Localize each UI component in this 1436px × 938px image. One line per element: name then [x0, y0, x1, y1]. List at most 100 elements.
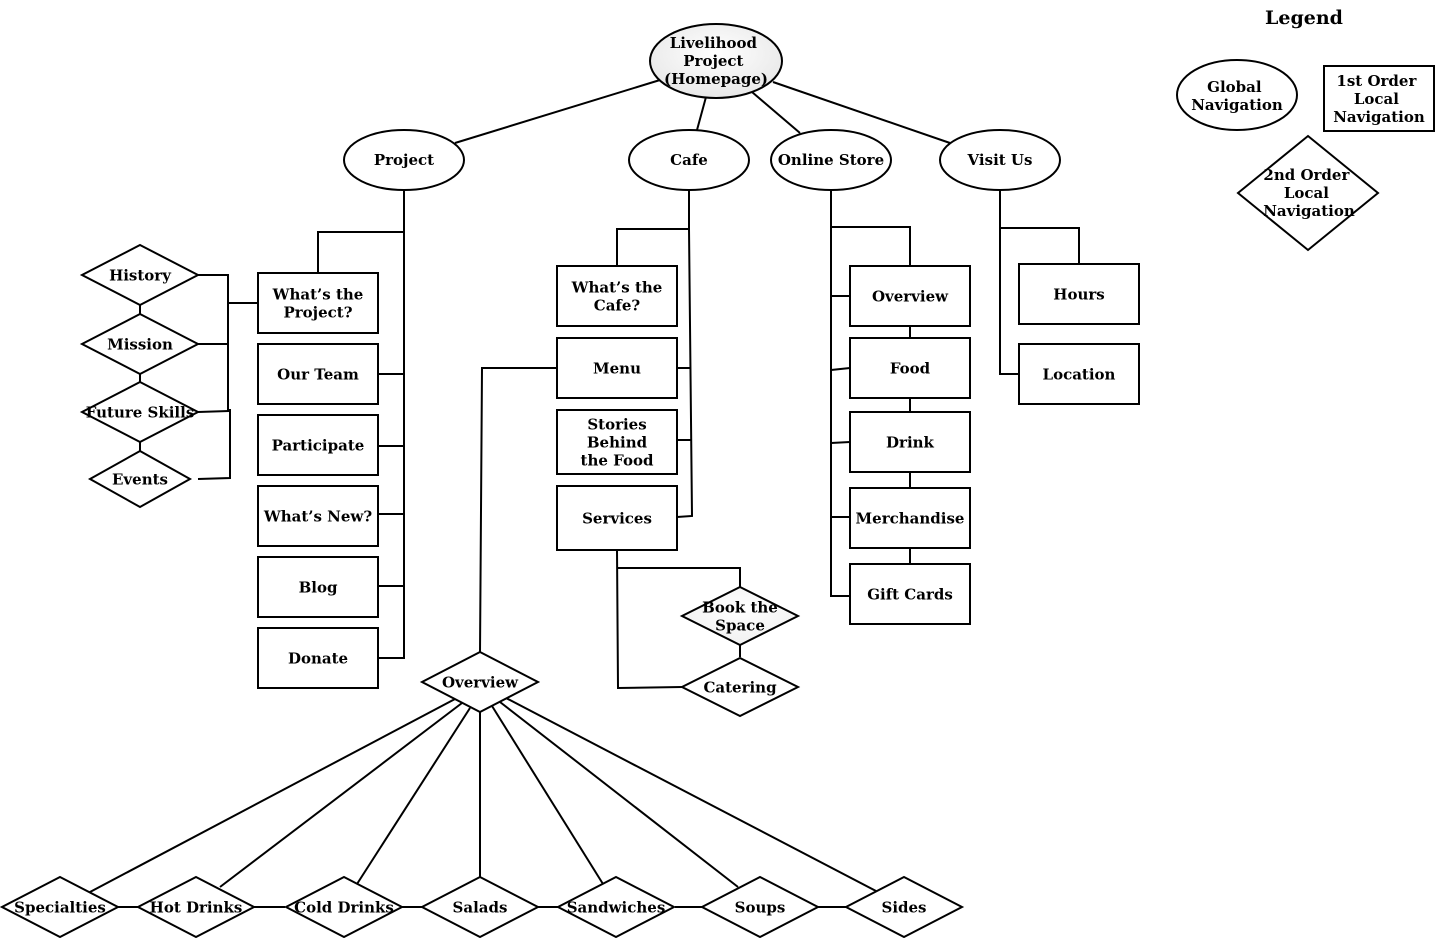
global-nav-online-store-label: Online Store: [778, 151, 884, 169]
global-nav-project-label: Project: [374, 151, 434, 169]
link-menu-overview: [479, 367, 556, 654]
home-label: Livelihood Project (Homepage): [664, 34, 768, 88]
menu-item-specialties: Specialties: [0, 875, 121, 938]
label-line: Salads: [453, 898, 508, 916]
store-page-box: [849, 563, 971, 625]
legend-second-order-line: 2nd Order: [1263, 166, 1350, 184]
label-line: Space: [715, 616, 765, 634]
link-home-visit: [772, 81, 951, 144]
label-line: Food: [890, 359, 931, 377]
store-page-drink: Drink: [849, 411, 971, 473]
menu-item-hot-drinks: Hot Drinks: [135, 875, 257, 938]
label-line: Donate: [288, 649, 348, 667]
legend-first-order-label: 1st Order Local Navigation: [1333, 72, 1425, 126]
link-services-book: [617, 567, 741, 587]
label-line: Project?: [283, 303, 352, 321]
label-line: History: [109, 266, 172, 284]
label-line: Stories: [587, 415, 646, 433]
label-line: Future Skills: [86, 403, 195, 421]
menu-item-label: Sides: [881, 898, 926, 916]
link-ov-soups: [499, 701, 739, 888]
menu-item-soups: Soups: [699, 875, 821, 938]
store-page-box: [849, 265, 971, 327]
menu-item-diamond: [0, 875, 121, 938]
global-nav-project-ellipse: [343, 129, 465, 191]
label-line: Merchandise: [856, 509, 965, 527]
label-line: the Food: [581, 451, 654, 469]
project-page-label: Participate: [272, 436, 365, 454]
store-page-gift-cards: Gift Cards: [849, 563, 971, 625]
store-page-label: Gift Cards: [867, 585, 953, 603]
global-nav-project: Project: [343, 129, 465, 191]
menu-items: Specialties Hot Drinks Cold Drinks Salads Sa…: [0, 875, 965, 938]
menu-item-sandwiches: Sandwiches: [555, 875, 677, 938]
link-visit-trunk: [999, 190, 1019, 375]
legend-first-order-line: 1st Order: [1336, 72, 1417, 90]
link-visit-hours: [1000, 227, 1080, 264]
connectors: [89, 79, 1080, 908]
label-line: Sandwiches: [567, 898, 666, 916]
cafe-page-box: [556, 485, 678, 551]
label-line: Cafe?: [594, 296, 641, 314]
cafe-page-menu: Menu: [556, 337, 678, 399]
legend-global-ellipse: [1176, 59, 1298, 131]
project-page-box: [257, 414, 379, 476]
link-home-store: [751, 91, 801, 134]
project-page-box: [257, 272, 379, 334]
cafe-page-box: [556, 409, 678, 475]
global-nav-cafe-ellipse: [628, 129, 750, 191]
label-line: Book the: [702, 598, 778, 616]
project-subpage-mission: Mission: [79, 312, 201, 376]
menu-item-label: Hot Drinks: [150, 898, 243, 916]
menu-item-label: Cold Drinks: [294, 898, 394, 916]
link-ov-specialties: [89, 698, 456, 893]
link-ov-colddrinks: [356, 707, 471, 885]
menu-item-sides: Sides: [843, 875, 965, 938]
legend-first-order-box: [1323, 65, 1435, 132]
label-line: Soups: [735, 898, 786, 916]
label-line: Services: [582, 509, 652, 527]
link-store-trunk: [830, 190, 850, 597]
menu-item-label: Sandwiches: [567, 898, 666, 916]
label-line: Our Team: [277, 365, 359, 383]
label-line: Cold Drinks: [294, 898, 394, 916]
label-line: Menu: [593, 359, 641, 377]
menu-item-label: Salads: [453, 898, 508, 916]
menu-item-diamond: [555, 875, 677, 938]
menu-item-diamond: [283, 875, 405, 938]
menu-overview: Overview: [419, 650, 541, 714]
cafe-page-box: [556, 265, 678, 327]
store-page-box: [849, 411, 971, 473]
legend-first-order-line: Navigation: [1333, 108, 1425, 126]
menu-item-label: Soups: [735, 898, 786, 916]
project-page-box: [257, 485, 379, 547]
legend-second-order-diamond: [1236, 134, 1380, 252]
menu-label: Overview: [442, 673, 519, 691]
project-subpage-label: History: [109, 266, 172, 284]
link-project-trunk: [378, 190, 405, 659]
home-label-line: Livelihood: [670, 34, 758, 52]
cafe-page-services: Services: [556, 485, 678, 551]
store-page-label: Food: [890, 359, 931, 377]
menu-item-diamond: [843, 875, 965, 938]
store-page-label: Drink: [886, 433, 935, 451]
menu-item-salads: Salads: [419, 875, 541, 938]
services-subpage-diamond: [679, 585, 801, 647]
project-subpage-label: Mission: [107, 335, 173, 353]
legend-title: Legend: [1265, 7, 1343, 29]
project-page-box: [257, 627, 379, 689]
menu-item-label: Specialties: [14, 898, 106, 916]
link-ov-sandwiches: [491, 705, 604, 885]
visit-page-label: Location: [1043, 365, 1116, 383]
legend-second-order-line: Local: [1284, 184, 1329, 202]
label-line: Events: [112, 470, 168, 488]
label-line: What’s the: [272, 285, 364, 303]
label-line: Hot Drinks: [150, 898, 243, 916]
global-nav-visit-us-ellipse: [939, 129, 1061, 191]
